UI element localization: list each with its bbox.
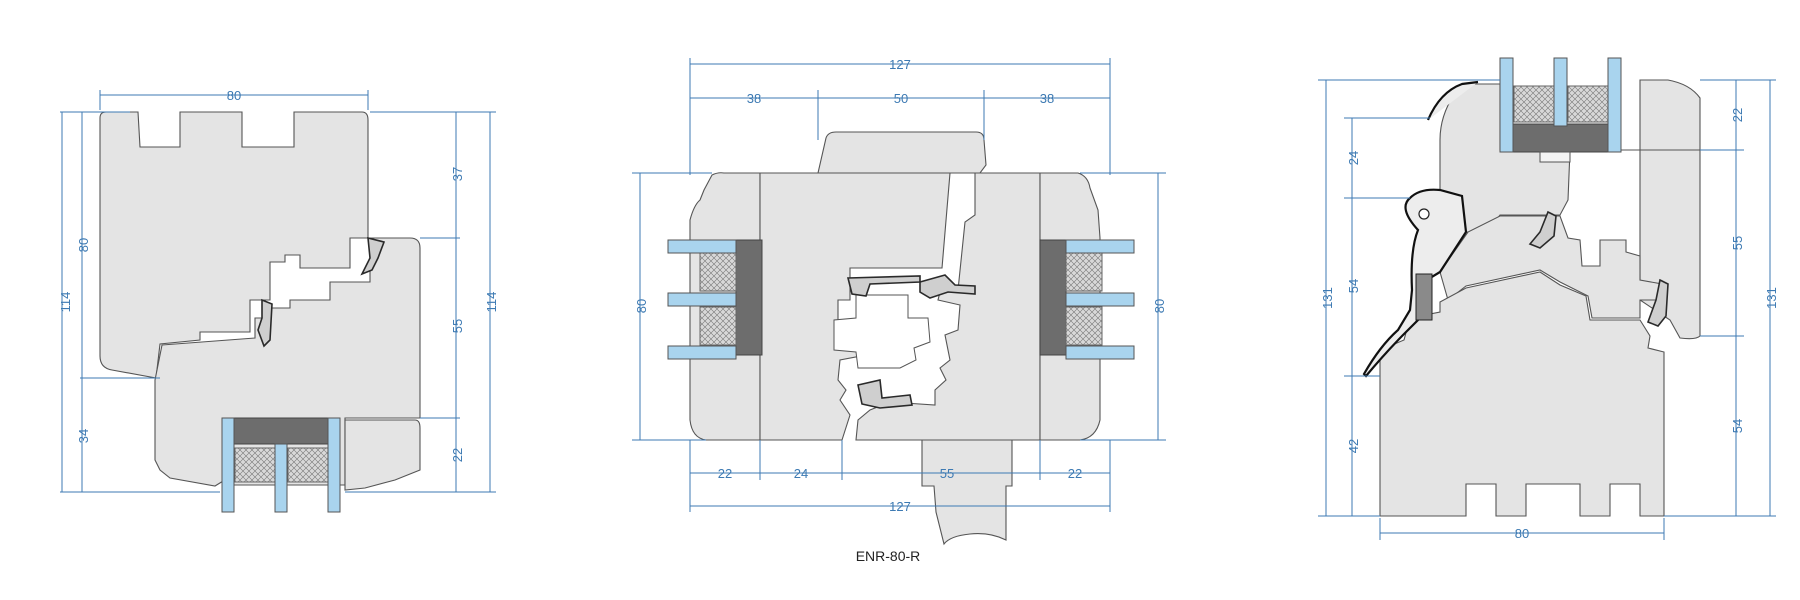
center-seal-right [919,274,976,299]
center-dim-55: 55 [940,466,954,481]
center-dimensions: 127 38 50 38 80 80 22 24 55 [632,57,1167,514]
center-right-sash [855,172,1041,441]
left-dim-22: 22 [450,448,465,462]
right-lower-frame [1379,271,1665,517]
right-glass-2 [1553,57,1568,127]
left-mesh-b [287,447,329,483]
right-dim-42: 42 [1346,439,1361,453]
right-dim-55: 55 [1730,236,1745,250]
right-glass-1 [1499,57,1514,153]
right-dim-131-left: 131 [1320,287,1335,309]
center-right-glass-2 [1065,292,1135,307]
left-seal-mid [257,298,273,348]
center-right-mesh-a [1065,252,1103,292]
center-dim-22-right: 22 [1068,466,1082,481]
center-dim-80-left: 80 [634,299,649,313]
right-block [1539,151,1571,163]
right-spacer [1499,123,1621,153]
center-dim-22-left: 22 [718,466,732,481]
left-frame-profile [154,237,421,487]
left-mesh-a [234,447,276,483]
left-dim-114-a: 114 [58,292,73,313]
left-sash-profile [99,111,369,379]
center-right-glass-1 [1065,239,1135,254]
left-dim-114-b: 114 [484,292,499,313]
left-frame-bottom [344,419,421,491]
drawing-caption: ENR-80-R [855,548,921,564]
center-dim-38-right: 38 [1040,91,1054,106]
right-dim-131-right: 131 [1764,287,1779,309]
right-dim-22: 22 [1730,108,1745,122]
right-clip-circle [1418,208,1430,220]
right-alu-top [1426,80,1479,121]
center-dim-127-bottom: 127 [889,499,911,514]
center-left-glass-2 [667,292,737,307]
center-right-mesh-b [1065,306,1103,346]
right-dim-80-bottom: 80 [1515,526,1529,541]
right-mesh-a [1513,85,1555,123]
center-dim-38-left: 38 [747,91,761,106]
left-dim-top-80: 80 [227,88,241,103]
center-top-cap [817,131,987,174]
right-seal-mid [1528,210,1557,249]
center-dim-80-right: 80 [1152,299,1167,313]
center-seal-bottom [857,379,913,409]
center-seal-top [846,275,921,297]
left-glass-1 [221,417,235,513]
center-section: 127 38 50 38 80 80 22 24 55 [632,57,1167,546]
right-sash-profile [1439,79,1701,272]
center-left-mesh-a [699,252,737,292]
right-alu-insert [1415,273,1433,321]
left-seal-top [360,236,386,276]
center-right-spacer [1039,239,1067,356]
right-section: 131 24 54 42 22 55 54 131 [1318,57,1779,541]
center-left-sash [759,172,951,441]
right-mid-frame [1439,215,1665,319]
center-left-glass-3 [667,345,737,360]
center-left-spacer [735,239,763,356]
center-dim-50: 50 [894,91,908,106]
left-section: 80 114 80 34 37 55 22 114 [58,88,499,513]
right-sash-right [1639,149,1701,340]
left-spacer [223,417,340,445]
center-dim-24: 24 [794,466,808,481]
right-mesh-b [1567,85,1609,123]
left-dim-37: 37 [450,167,465,181]
center-dim-127-top: 127 [889,57,911,72]
left-dim-55: 55 [450,319,465,333]
center-left-glass-1 [667,239,737,254]
right-dim-54-right: 54 [1730,419,1745,433]
center-handle [921,439,1013,546]
center-right-glass-3 [1065,345,1135,360]
left-dimensions: 80 114 80 34 37 55 22 114 [58,88,499,493]
right-glass-3 [1607,57,1622,153]
right-seal-right [1646,278,1669,327]
center-left-mesh-b [699,306,737,346]
center-hole [833,294,931,369]
right-dim-54-left: 54 [1346,279,1361,293]
right-dim-24: 24 [1346,151,1361,165]
left-glass-3 [327,417,341,513]
left-glass-2 [274,443,288,513]
left-dim-80: 80 [76,238,91,252]
left-dim-34: 34 [76,429,91,443]
right-dimensions: 131 24 54 42 22 55 54 131 [1318,79,1779,541]
